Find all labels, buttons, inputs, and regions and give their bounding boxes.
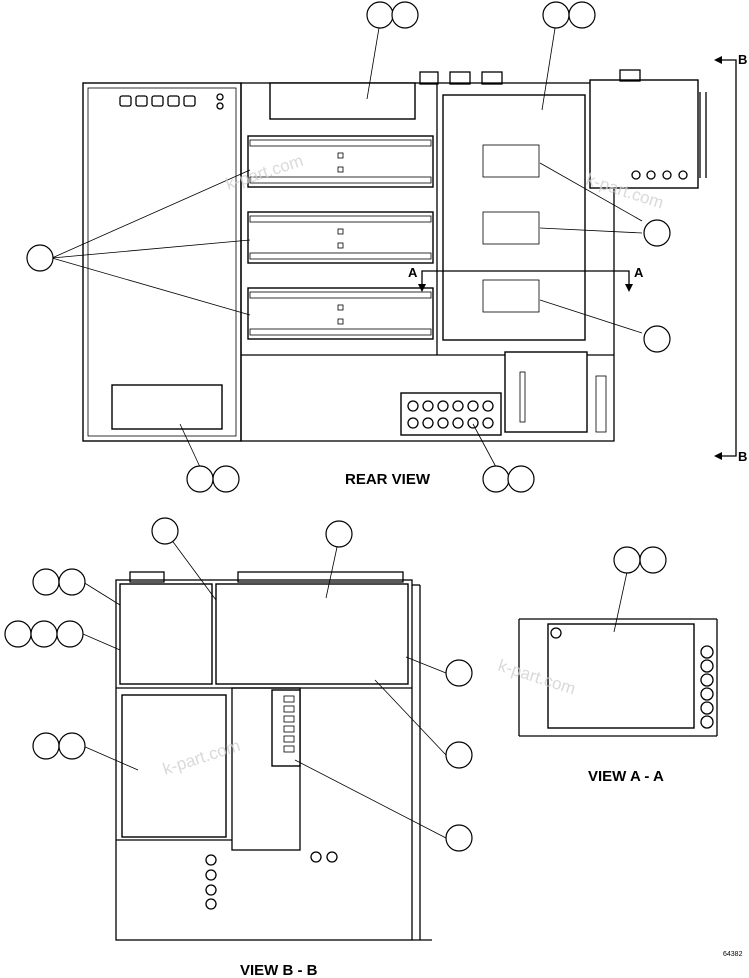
rear-leader-lines bbox=[51, 21, 643, 468]
section-a-left-letter: A bbox=[408, 265, 418, 280]
rear-view-drawing bbox=[26, 1, 737, 493]
bb-leader-lines bbox=[82, 530, 447, 839]
section-a-right-letter: A bbox=[634, 265, 644, 280]
bb-callout-balloons bbox=[4, 517, 473, 852]
bb-vertical-bay bbox=[231, 687, 301, 851]
bb-terminal-block bbox=[271, 689, 301, 767]
view-a-a-label: VIEW A - A bbox=[588, 768, 664, 785]
bb-upper-center-box bbox=[215, 583, 409, 685]
view-b-b-label: VIEW B - B bbox=[240, 962, 318, 978]
rear-connector-block bbox=[400, 392, 502, 436]
rear-callout-balloons bbox=[26, 1, 671, 493]
aa-main-panel bbox=[547, 623, 695, 729]
bb-knobs bbox=[205, 851, 338, 910]
rear-terminal-strips bbox=[247, 135, 434, 340]
rear-fuse-grids bbox=[482, 144, 540, 313]
bb-lower-left-panel bbox=[121, 694, 227, 838]
view-b-b-drawing bbox=[4, 517, 473, 941]
section-b-bottom-letter: B bbox=[738, 449, 747, 464]
rear-lower-right-box bbox=[504, 351, 588, 433]
rear-bottom-plate bbox=[111, 384, 223, 430]
rear-view-label: REAR VIEW bbox=[345, 471, 431, 488]
rear-left-panel bbox=[82, 82, 242, 442]
figure-number: 64382 bbox=[723, 951, 743, 958]
section-a-a-marker bbox=[418, 270, 633, 292]
section-b-b-marker bbox=[714, 56, 737, 460]
section-b-top-letter: B bbox=[738, 52, 747, 67]
rear-top-connectors bbox=[119, 93, 224, 110]
bb-upper-left-box bbox=[119, 583, 213, 685]
rear-right-panel bbox=[442, 94, 586, 341]
aa-callout-balloons bbox=[613, 546, 667, 574]
view-a-a-drawing bbox=[518, 546, 718, 737]
rear-side-box bbox=[589, 79, 699, 189]
rear-top-box bbox=[269, 82, 416, 120]
